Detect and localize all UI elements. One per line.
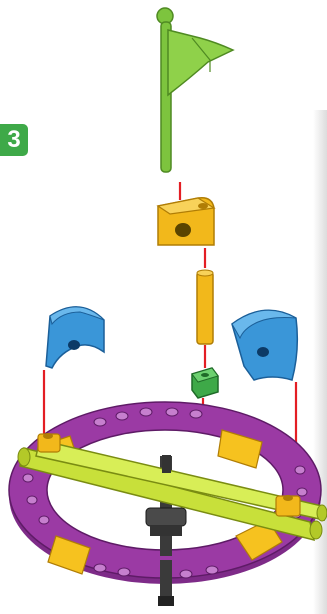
blue-block-left <box>45 306 105 369</box>
yellow-connector-part <box>156 196 216 246</box>
yellow-plate <box>47 535 91 575</box>
step-number-badge: 3 <box>0 124 28 156</box>
yellow-plate <box>217 429 263 469</box>
crossed-axles <box>17 433 327 542</box>
center-pin <box>162 455 171 473</box>
green-socket-part <box>191 367 219 399</box>
blue-block-right <box>231 309 299 381</box>
yellow-rod-part <box>196 269 214 345</box>
green-flag-part <box>156 7 235 173</box>
